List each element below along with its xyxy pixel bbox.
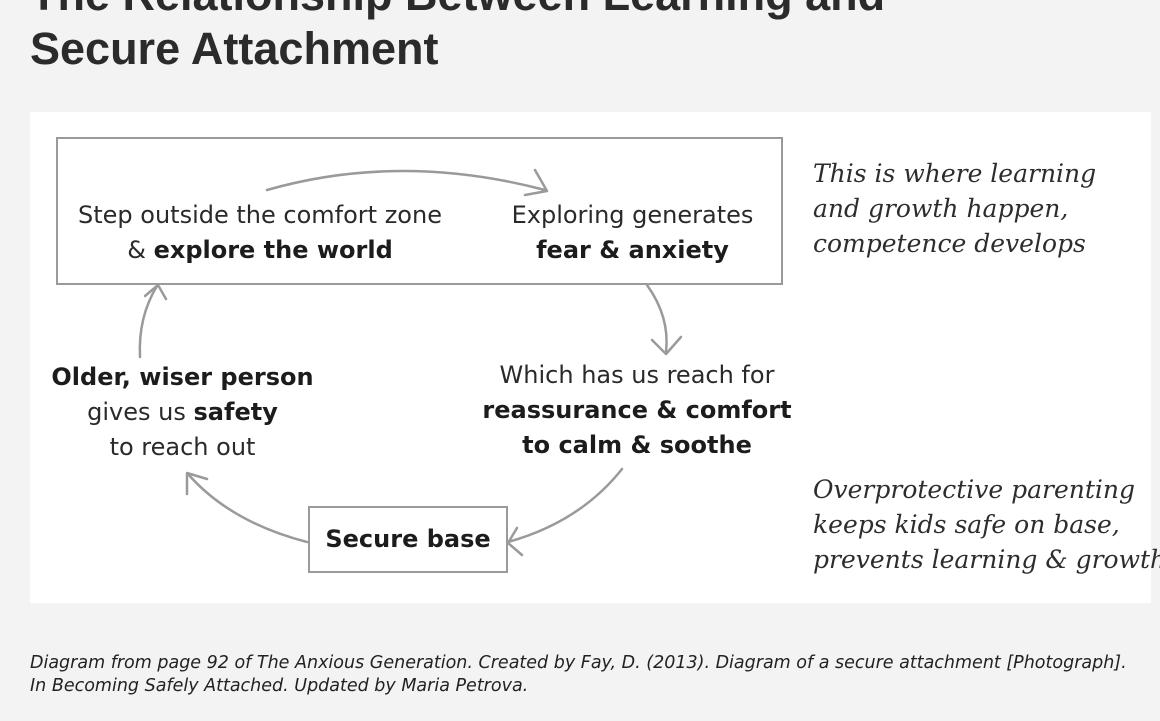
- attachment-diagram: Step outside the comfort zone & explore …: [30, 112, 1160, 603]
- comfort-zone-box: [56, 137, 783, 285]
- title-line-2: Secure Attachment: [30, 23, 439, 74]
- older-person-line2: gives us safety: [50, 395, 315, 430]
- exploring-line1: Exploring generates: [511, 201, 754, 229]
- note-learning-line3: competence develops: [813, 229, 1086, 258]
- arrow-explore-to-fear-head: [523, 168, 549, 197]
- arrow-explore-to-fear: [265, 169, 547, 192]
- note-overprotective: Overprotective parenting keeps kids safe…: [813, 472, 1160, 577]
- which-has-bold-2: to calm & soothe: [522, 431, 752, 459]
- note-learning-line2: and growth happen,: [813, 194, 1069, 223]
- arrow-base-to-older-person-head: [185, 471, 209, 496]
- step-outside-prefix: &: [127, 236, 154, 264]
- arrow-older-person-to-explore-head: [143, 283, 168, 301]
- arrow-reassurance-to-base-head: [506, 526, 524, 557]
- which-has-bold-1: reassurance & comfort: [482, 396, 792, 424]
- label-exploring: Exploring generates fear & anxiety: [500, 198, 765, 268]
- note-learning-line1: This is where learning: [813, 159, 1097, 188]
- arrow-older-person-to-explore: [138, 284, 159, 359]
- secure-base-box: [308, 506, 508, 573]
- arrow-fear-to-reassurance: [645, 283, 668, 354]
- label-which-has: Which has us reach for reassurance & com…: [482, 358, 792, 463]
- figure-caption: Diagram from page 92 of The Anxious Gene…: [30, 653, 1127, 696]
- label-older-person: Older, wiser person gives us safety to r…: [50, 360, 315, 465]
- step-outside-line2: & explore the world: [70, 233, 450, 268]
- secure-base-text: Secure base: [325, 525, 491, 553]
- note-overprotective-line1: Overprotective parenting: [813, 475, 1136, 504]
- arrow-reassurance-to-base: [506, 467, 624, 544]
- step-outside-bold: explore the world: [153, 236, 393, 264]
- note-learning: This is where learning and growth happen…: [813, 156, 1096, 261]
- older-person-line3: to reach out: [109, 433, 256, 461]
- diagram-arrows: [138, 168, 683, 557]
- older-person-safety: safety: [193, 398, 278, 426]
- note-overprotective-line2: keeps kids safe on base,: [813, 510, 1120, 539]
- title-line-1: The Relationship Between Learning and: [30, 0, 885, 22]
- step-outside-line1: Step outside the comfort zone: [78, 201, 442, 229]
- arrow-base-to-older-person: [186, 472, 309, 544]
- label-secure-base: Secure base: [308, 522, 508, 557]
- arrow-fear-to-reassurance-head: [650, 335, 683, 356]
- note-overprotective-line3: prevents learning & growth: [813, 545, 1160, 574]
- page-title: The Relationship Between Learning and Se…: [30, 0, 885, 76]
- label-step-outside: Step outside the comfort zone & explore …: [70, 198, 450, 268]
- older-person-bold: Older, wiser person: [51, 363, 314, 391]
- which-has-line1: Which has us reach for: [499, 361, 775, 389]
- exploring-bold: fear & anxiety: [536, 236, 729, 264]
- older-person-prefix: gives us: [87, 398, 194, 426]
